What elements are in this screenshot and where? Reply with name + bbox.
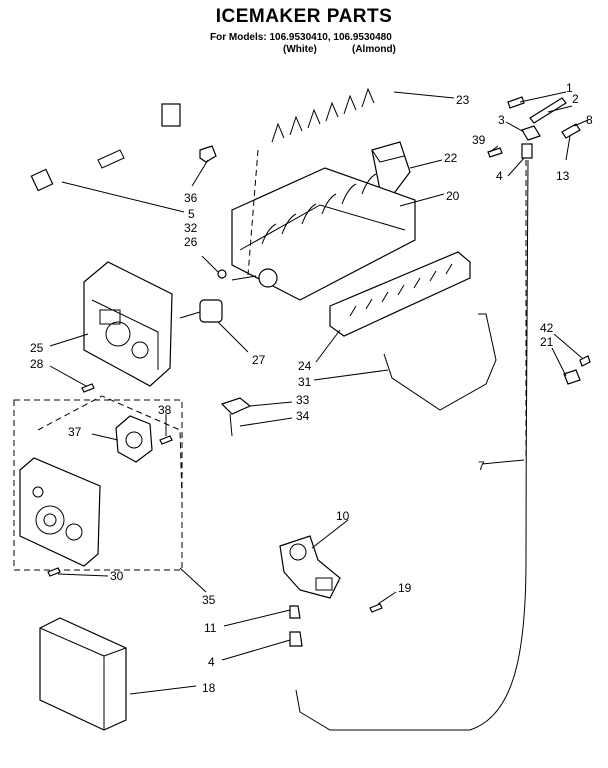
part-24-shield xyxy=(329,251,471,337)
part-4-lower-fitting xyxy=(289,631,303,647)
callout-4-top: 4 xyxy=(496,169,503,183)
callout-26: 26 xyxy=(184,235,198,249)
part-25-housing xyxy=(83,261,173,387)
callout-34: 34 xyxy=(296,409,310,423)
callout-20: 20 xyxy=(446,189,460,203)
color-white-label: (White) xyxy=(283,44,317,55)
callout-35: 35 xyxy=(202,593,216,607)
callout-36: 36 xyxy=(184,191,198,205)
part-28-screw xyxy=(81,383,95,393)
part-33-bracket xyxy=(220,397,252,437)
parts-42-21-clips xyxy=(563,355,591,385)
callout-30: 30 xyxy=(110,569,124,583)
callout-19: 19 xyxy=(398,581,412,595)
callout-37: 37 xyxy=(68,425,82,439)
part-20-mold xyxy=(231,167,416,301)
part-26-fitting xyxy=(217,269,227,279)
callout-28: 28 xyxy=(30,357,44,371)
part-19-screw xyxy=(369,603,383,613)
callout-38: 38 xyxy=(158,403,172,417)
callout-3: 3 xyxy=(498,113,505,127)
callout-31: 31 xyxy=(298,375,312,389)
callout-7: 7 xyxy=(478,459,485,473)
part-5-harness xyxy=(30,103,181,192)
callout-23: 23 xyxy=(456,93,470,107)
part-38-screw xyxy=(159,435,173,445)
callout-18: 18 xyxy=(202,681,216,695)
part-27-thermostat xyxy=(179,299,223,323)
callout-33: 33 xyxy=(296,393,310,407)
callout-13: 13 xyxy=(556,169,570,183)
callout-21: 21 xyxy=(540,335,554,349)
callout-1: 1 xyxy=(566,81,573,95)
callout-39: 39 xyxy=(472,133,486,147)
part-23-ejector xyxy=(257,87,389,150)
part-30-screw xyxy=(47,567,61,577)
models-line: For Models: 106.9530410, 106.9530480 xyxy=(210,32,392,43)
part-10-valve xyxy=(279,535,341,599)
part-37-motor xyxy=(115,415,153,463)
part-18-box xyxy=(39,617,127,731)
page-title: ICEMAKER PARTS xyxy=(215,6,393,27)
callout-labels: 1 2 3 8 39 22 23 4 13 20 36 5 32 26 25 2… xyxy=(30,81,593,695)
part-36-clip xyxy=(199,145,217,163)
part-35-plate xyxy=(19,457,101,567)
callout-11: 11 xyxy=(204,621,217,635)
callout-32: 32 xyxy=(184,221,198,235)
callout-22: 22 xyxy=(444,151,458,165)
callout-8: 8 xyxy=(586,113,593,127)
assembly-lines xyxy=(13,149,527,571)
part-31-arm xyxy=(383,313,497,411)
part-22-cover xyxy=(371,141,411,197)
callout-27: 27 xyxy=(252,353,266,367)
callout-42: 42 xyxy=(540,321,554,335)
callout-2: 2 xyxy=(572,92,579,106)
callout-10: 10 xyxy=(336,509,350,523)
fill-valve-fittings xyxy=(487,96,581,159)
callout-5: 5 xyxy=(188,207,195,221)
part-11-fitting xyxy=(289,605,301,619)
callout-25: 25 xyxy=(30,341,44,355)
callout-4-bottom: 4 xyxy=(208,655,215,669)
leader-lines xyxy=(49,91,589,695)
color-almond-label: (Almond) xyxy=(352,44,396,55)
part-7-water-line xyxy=(295,159,529,731)
callout-24: 24 xyxy=(298,359,312,373)
